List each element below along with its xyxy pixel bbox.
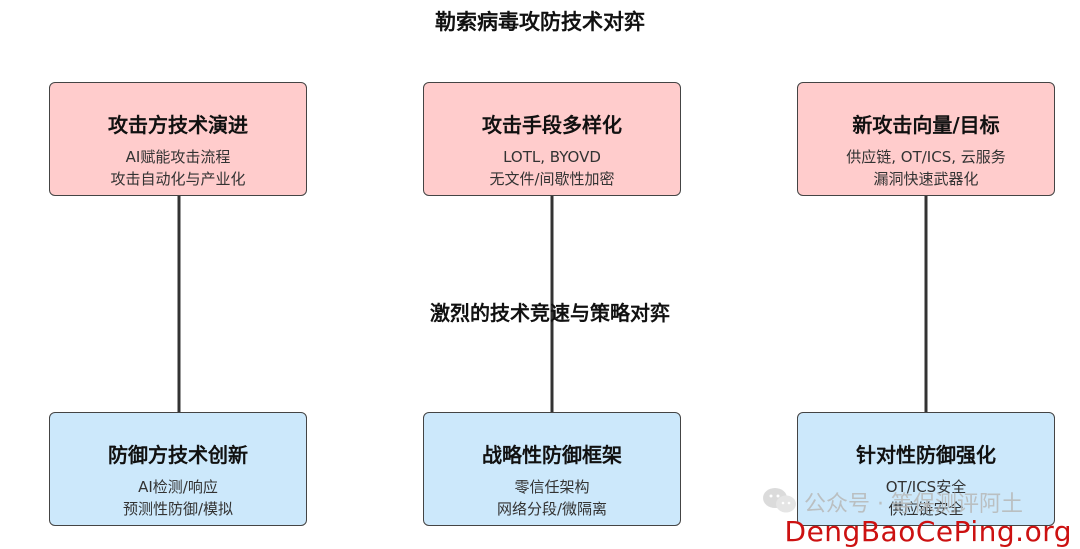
watermark-site: DengBaoCePing.org — [784, 515, 1072, 548]
box-title: 防御方技术创新 — [108, 443, 248, 467]
box-line: 供应链, OT/ICS, 云服务 — [846, 148, 1006, 166]
wechat-icon — [763, 488, 796, 513]
diagram-title: 勒索病毒攻防技术对弈 — [435, 10, 645, 34]
box-title: 针对性防御强化 — [856, 443, 996, 467]
box-line: 零信任架构 — [514, 478, 590, 496]
box-line: LOTL, BYOVD — [503, 148, 601, 166]
center-label: 激烈的技术竞速与策略对弈 — [430, 301, 670, 325]
box-title: 攻击方技术演进 — [108, 113, 248, 137]
box-line: 网络分段/微隔离 — [496, 500, 608, 518]
box-title: 战略性防御框架 — [482, 443, 622, 467]
box-line: AI检测/响应 — [138, 478, 218, 496]
defense-box-2: 战略性防御框架 零信任架构 网络分段/微隔离 — [423, 412, 681, 526]
box-line: OT/ICS安全 — [885, 478, 967, 496]
box-title: 攻击手段多样化 — [482, 113, 622, 137]
watermark-account: 公众号 · 等保测评阿土 — [804, 492, 1023, 517]
attack-box-2: 攻击手段多样化 LOTL, BYOVD 无文件/间歇性加密 — [423, 82, 681, 196]
attack-box-1: 攻击方技术演进 AI赋能攻击流程 攻击自动化与产业化 — [49, 82, 307, 196]
box-line: 攻击自动化与产业化 — [110, 170, 246, 188]
attack-box-3: 新攻击向量/目标 供应链, OT/ICS, 云服务 漏洞快速武器化 — [797, 82, 1055, 196]
box-line: AI赋能攻击流程 — [125, 148, 231, 166]
defense-box-1: 防御方技术创新 AI检测/响应 预测性防御/模拟 — [49, 412, 307, 526]
box-line: 预测性防御/模拟 — [122, 500, 234, 518]
box-line: 漏洞快速武器化 — [873, 170, 979, 188]
defense-box-3: 针对性防御强化 OT/ICS安全 供应链安全 — [797, 412, 1055, 526]
box-title: 新攻击向量/目标 — [852, 113, 1000, 137]
box-line: 无文件/间歇性加密 — [489, 170, 615, 188]
box-line: 供应链安全 — [888, 500, 964, 518]
